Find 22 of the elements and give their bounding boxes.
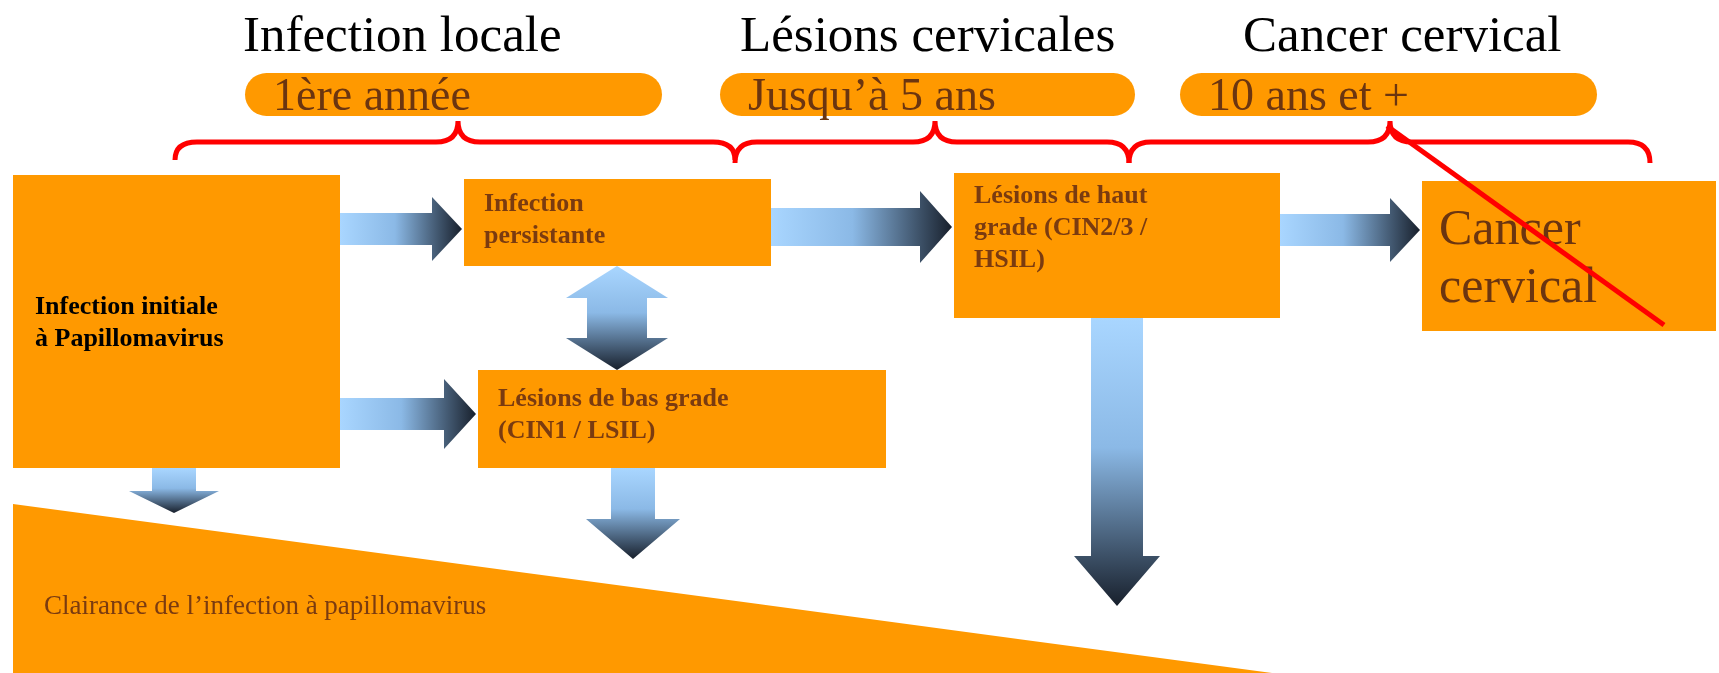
- heading: Lésions cervicales: [740, 6, 1116, 62]
- block-arrow: [566, 266, 668, 370]
- block-arrow: [340, 379, 476, 449]
- stage-box: [464, 179, 771, 266]
- block-arrow: [1280, 198, 1420, 262]
- heading: Infection locale: [243, 6, 562, 62]
- block-arrow: [340, 197, 462, 261]
- block-arrow: [586, 468, 680, 559]
- box-text: Infection initiale à Papillomavirus: [35, 289, 225, 354]
- period-pill: 1ère année: [245, 73, 662, 116]
- band-text: Clairance de l’infection à papillomavirus: [44, 590, 487, 621]
- box-text: Lésions de haut grade (CIN2/3 / HSIL): [974, 179, 1149, 275]
- stage-box: [954, 173, 1280, 318]
- block-arrow: [771, 191, 952, 263]
- box-text: Lésions de bas grade (CIN1 / LSIL): [498, 382, 730, 446]
- heading: Cancer cervical: [1243, 6, 1562, 62]
- block-arrow: [1074, 318, 1160, 606]
- block-arrow: [129, 468, 219, 513]
- box-text: Infection persistante: [484, 187, 607, 251]
- stage-box: [478, 370, 886, 468]
- period-pill: 10 ans et +: [1180, 73, 1597, 116]
- stage-box: [13, 175, 340, 468]
